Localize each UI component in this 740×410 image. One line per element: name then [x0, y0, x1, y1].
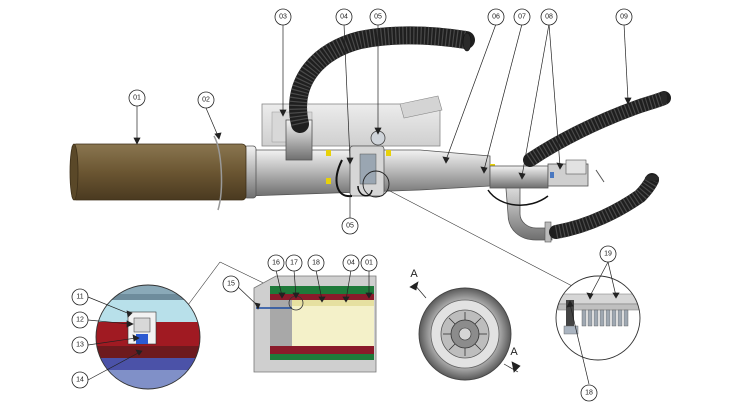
leader-lines [133, 23, 632, 218]
callout-15: 15 [227, 281, 235, 288]
section-mark-a-top: A [410, 268, 418, 280]
blue-indicator [550, 172, 554, 178]
detail-view-left [87, 284, 201, 390]
callout-05-bottom: 05 [346, 223, 354, 230]
callout-01-top: 01 [133, 95, 141, 102]
hose-03-ribs [289, 26, 468, 126]
callout-05-top: 05 [374, 14, 382, 21]
yellow-marker [326, 178, 331, 184]
clamp-ring [213, 135, 223, 211]
callout-labels: 01 02 03 04 05 06 07 08 09 05 11 12 13 1… [76, 14, 628, 397]
callout-18-right: 18 [585, 390, 593, 397]
hose-lower [549, 173, 659, 239]
callout-06: 06 [492, 14, 500, 21]
insulation-end [69, 143, 79, 201]
cross-section-wheel [409, 281, 521, 381]
callout-03: 03 [279, 14, 287, 21]
callout-11: 11 [76, 294, 83, 301]
callout-16-mid: 16 [272, 260, 280, 267]
right-pipe [489, 165, 549, 189]
detail-leader-left [187, 261, 221, 306]
main-assembly [69, 95, 605, 243]
callout-09: 09 [620, 14, 628, 21]
hose-09-ribs [526, 91, 668, 166]
support-bracket [399, 95, 443, 119]
yellow-marker [326, 150, 331, 156]
wire-loop [487, 189, 549, 206]
callout-01-mid: 01 [365, 260, 373, 267]
hoses [289, 26, 671, 239]
hose-09-end [661, 91, 667, 105]
callout-04-top: 04 [340, 14, 348, 21]
small-hose-loop [335, 159, 353, 198]
section-view-middle [237, 269, 377, 373]
detail-view-right [555, 261, 641, 385]
callout-19: 19 [604, 251, 612, 258]
callout-14: 14 [76, 377, 84, 384]
callout-07: 07 [518, 14, 526, 21]
valve-stem [595, 169, 605, 183]
callout-13: 13 [76, 342, 84, 349]
coupling-window [359, 153, 377, 185]
detail-leader-right [387, 189, 577, 289]
callout-04-mid: 04 [347, 260, 355, 267]
callout-08: 08 [545, 14, 553, 21]
right-controller-box [565, 159, 587, 175]
callout-17: 17 [290, 260, 298, 267]
hose-03-end [462, 32, 472, 52]
callout-circles [71, 8, 633, 402]
section-mark-a-bottom: A [510, 346, 518, 358]
callout-02: 02 [202, 97, 210, 104]
callout-18-mid: 18 [312, 260, 320, 267]
small-hose-loop [357, 185, 373, 197]
yellow-marker [386, 150, 391, 156]
callout-12: 12 [76, 317, 84, 324]
hose-lower-end [645, 175, 659, 181]
detail-marker-circle [362, 170, 390, 198]
